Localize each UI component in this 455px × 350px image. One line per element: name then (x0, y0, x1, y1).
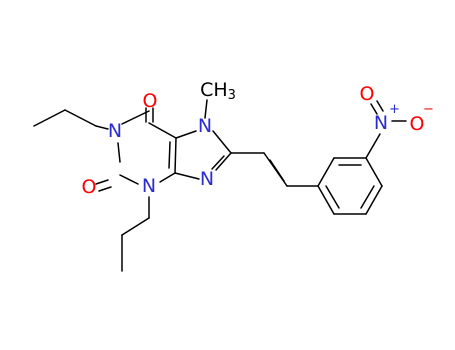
bond-n7-methyl (204, 99, 208, 119)
atom-nitrogen-1: N (108, 120, 122, 142)
bond-propyl1-c1-n1 (95, 125, 109, 130)
atom-nitro-nitrogen: N (374, 112, 388, 134)
bond-n9-c4 (174, 172, 200, 180)
bond-propyl1-c2-c1 (64, 109, 97, 127)
bond-nitro-o-top-a (370, 103, 378, 115)
atom-oxygen-lower: O (82, 176, 97, 198)
bond-benz-nitro (365, 133, 381, 159)
atom-oxygen-upper: O (143, 90, 158, 112)
atom-methyl: CH3 (200, 79, 236, 103)
bond-c2-o-a (95, 179, 109, 185)
bond-vinyl-double-inner (269, 159, 285, 182)
atom-label-layer: O O N N N N CH3 N + O O − (82, 79, 434, 198)
bond-n3-c4 (159, 172, 176, 183)
bond-c2-o-b (98, 186, 112, 192)
bond-benz-c6-c1 (317, 185, 335, 215)
nitro-nitrogen-charge: + (389, 102, 400, 117)
bond-nitro-o-top-b (376, 100, 384, 112)
bond-c8-n9-inner (211, 155, 225, 170)
bond-n7-c8 (212, 130, 232, 154)
bond-n1-c6 (121, 110, 150, 125)
methyl-subscript: 3 (228, 88, 236, 103)
bond-c5-n7 (175, 130, 197, 139)
bond-c4-c5 (174, 137, 177, 174)
bond-benz-c4-c5 (365, 185, 383, 215)
atom-nitrogen-7: N (198, 115, 212, 137)
atom-nitro-oxygen-top: O (360, 83, 375, 105)
bond-n1-c2 (117, 142, 121, 163)
bond-propyl2-c1-c2 (121, 217, 150, 236)
nitro-oxygen-charge: − (423, 102, 434, 117)
bond-benz-c1-c2 (317, 157, 335, 187)
atom-nitro-oxygen-right: O (410, 113, 425, 135)
bond-layer (33, 99, 407, 272)
bond-benz-c6-c1-inner (325, 185, 340, 209)
bond-c4-c5-inner (168, 141, 171, 169)
bond-c2-n3 (119, 174, 139, 185)
methyl-main: CH (200, 79, 228, 101)
bond-propyl1-c3-c2 (33, 109, 66, 127)
atom-nitrogen-9: N (200, 168, 214, 190)
bond-c8-n9 (215, 152, 232, 171)
bond-benz-c4-c5-inner (360, 185, 375, 209)
bond-benz-c3-c4 (365, 157, 383, 187)
bond-c5-c6 (148, 122, 177, 139)
atom-nitrogen-3: N (142, 175, 156, 197)
